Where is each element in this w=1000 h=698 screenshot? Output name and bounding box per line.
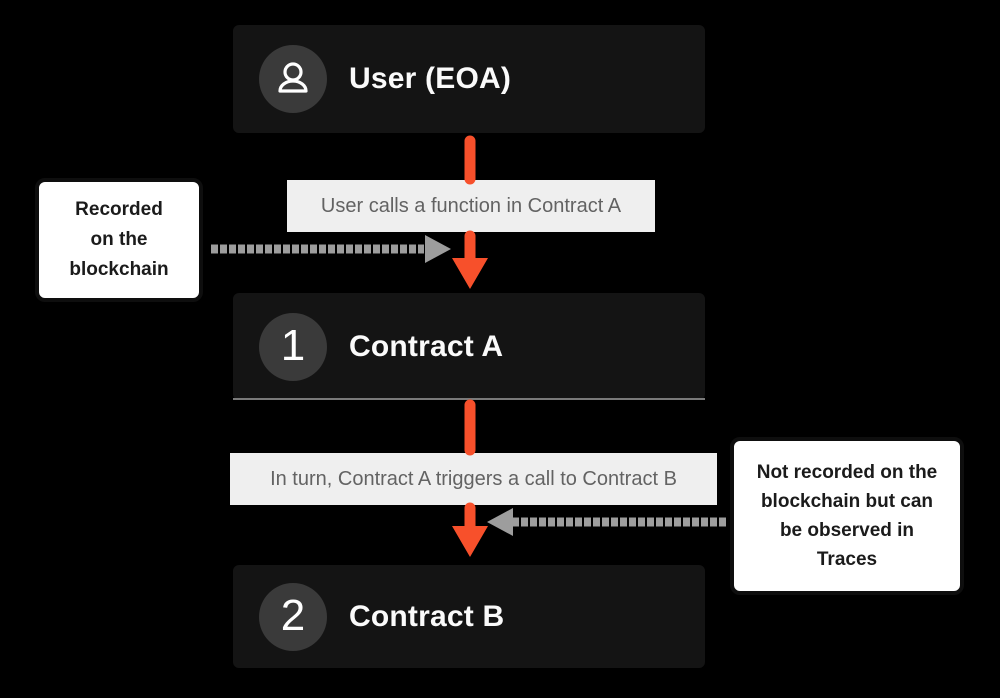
- node-user-eoa: User (EOA): [233, 25, 705, 133]
- contract-b-number: 2: [280, 590, 306, 640]
- note-line: be observed in: [779, 520, 915, 541]
- contract-b-number-badge: 2: [259, 582, 327, 651]
- contract-a-number: 1: [280, 320, 306, 370]
- node-user-title: User (EOA): [349, 62, 512, 95]
- node-contract-a-title: Contract A: [349, 329, 504, 363]
- edge-label-user-calls-contract-a: User calls a function in Contract A: [287, 180, 655, 232]
- node-contract-b: 2 Contract B: [233, 565, 705, 668]
- note-line: blockchain: [69, 259, 169, 280]
- edge-label-contract-a-calls-contract-b: In turn, Contract A triggers a call to C…: [230, 453, 717, 505]
- contract-a-number-badge: 1: [259, 312, 327, 381]
- note-line: Not recorded on the: [756, 462, 938, 483]
- user-icon: [278, 62, 308, 93]
- note-line: on the: [90, 229, 148, 250]
- node-contract-b-title: Contract B: [349, 599, 505, 633]
- note-line: blockchain but can: [760, 491, 934, 512]
- note-recorded-on-blockchain: Recorded on the blockchain: [35, 178, 203, 302]
- note-observed-in-traces: Not recorded on the blockchain but can b…: [730, 437, 964, 595]
- user-avatar-badge: [259, 45, 327, 113]
- node-contract-a: 1 Contract A: [233, 293, 705, 400]
- contract-a-bottom-divider: [233, 398, 705, 400]
- arrow-traces-note-pointer: [487, 508, 726, 536]
- note-line: Traces: [816, 549, 878, 570]
- note-line: Recorded: [75, 199, 163, 220]
- arrow-recorded-note-pointer: [211, 235, 451, 263]
